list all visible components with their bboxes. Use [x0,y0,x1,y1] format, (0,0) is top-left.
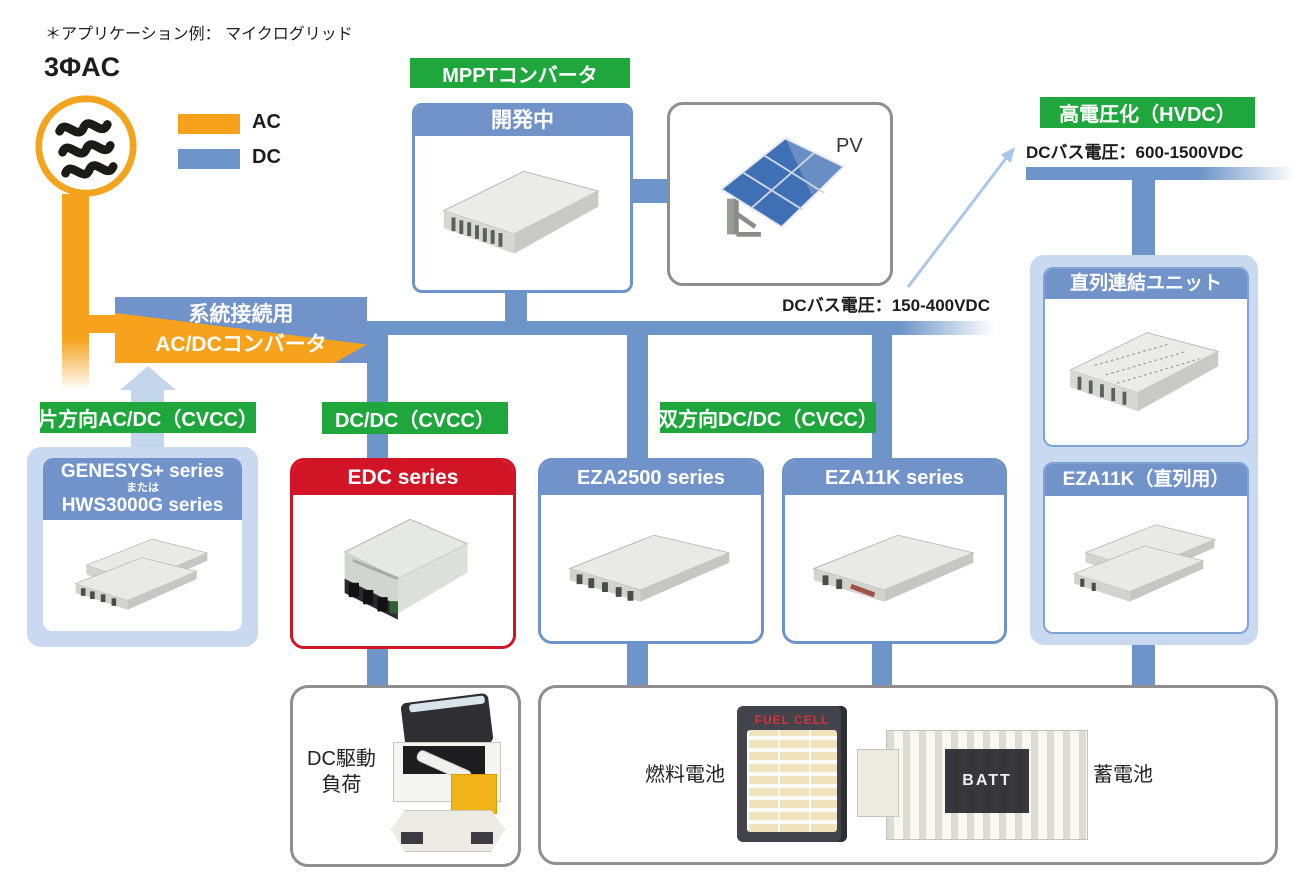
legend-dc-swatch [178,149,240,169]
under-development-box: 開発中 [412,103,633,293]
converter-title-line2: AC/DCコンバータ [155,333,327,357]
series-link-unit-product-image [1068,331,1220,411]
genesys-card-header: GENESYS+ series または HWS3000G series [43,458,242,520]
hvdc-bus-drop [1132,179,1155,257]
eza11k-series-use-product-image [1072,524,1216,602]
eza11k-bus-drop [872,333,892,459]
eza11k-load-connector [872,636,892,687]
genesys-card: GENESYS+ series または HWS3000G series [43,458,242,631]
fuel-cell-image-text: FUEL CELL [754,713,830,727]
tag-hvdc: 高電圧化（HVDC） [1040,97,1255,128]
edc-box: EDC series [290,458,516,649]
battery-label: 蓄電池 [1093,764,1153,786]
hvdc-bus [1026,167,1295,180]
grid-connection-converter: 系統接続用 AC/DCコンバータ [115,297,367,363]
pv-box: PV [667,102,893,286]
eza11k-series-use-title: EZA11K（直列用） [1045,464,1247,496]
tag-dcdc: DC/DC（CVCC） [322,402,508,434]
fuel-cell-image: FUEL CELL [737,706,847,842]
converter-title-line1: 系統接続用 [188,303,294,326]
eza2500-title: EZA2500 series [541,461,761,495]
ac-source-label: 3ΦAC [44,52,121,82]
genesys-line1: GENESYS+ series [60,461,225,482]
genesys-converter-arrow-head [120,366,176,390]
ac-line-horizontal [62,315,124,333]
genesys-line2: または [126,482,159,494]
edc-load-connector [367,641,388,687]
pv-label: PV [836,135,863,157]
tag-mppt-converter: MPPTコンバータ [410,58,630,88]
series-link-unit-title: 直列連結ユニット [1045,269,1247,299]
main-bus-voltage-label: DCバス電圧：150-400VDC [782,296,990,315]
hvdc-reference-arrow [906,147,1015,288]
eza11k-product-image [811,534,975,602]
legend-ac-swatch [178,114,240,134]
edc-product-image [343,518,469,620]
application-note: ＊アプリケーション例： マイクログリッド [45,26,353,43]
genesys-product-image [73,538,209,610]
dc-load-label-line2: 負荷 [321,774,362,796]
pv-panel-image [719,137,846,237]
edc-title: EDC series [293,461,513,495]
eza11k-title: EZA11K series [785,461,1004,495]
ac-source-icon [35,95,137,197]
tag-unidirectional-acdc: 片方向AC/DC（CVCC） [38,402,258,433]
battery-image-text: BATT [945,749,1029,813]
eza2500-product-image [568,534,731,602]
dc-load-label-line1: DC駆動 [307,748,376,770]
tag-bidirectional-dcdc: 双方向DC/DC（CVCC） [658,402,878,433]
hvdc-panel: 直列連結ユニット E [1030,255,1258,645]
series-link-unit-card: 直列連結ユニット [1043,267,1249,447]
series-unit-load-connector [1132,643,1155,687]
robot-image [375,692,513,852]
eza2500-bus-drop [627,333,648,459]
dc-load-box: DC駆動 負荷 [290,685,521,867]
eza2500-load-connector [627,636,648,687]
storage-box: 燃料電池 FUEL CELL BATT 蓄電池 [538,685,1278,865]
mppt-product-image [441,170,600,254]
legend-dc-label: DC [252,146,281,168]
battery-image: BATT [857,730,1088,840]
eza2500-box: EZA2500 series [538,458,764,644]
main-dc-bus [363,321,995,335]
fuel-cell-label: 燃料電池 [645,764,725,786]
dc-load-label: DC駆動 負荷 [307,746,376,798]
genesys-panel: GENESYS+ series または HWS3000G series [27,447,258,647]
eza11k-series-use-card: EZA11K（直列用） [1043,462,1249,634]
eza11k-box: EZA11K series [782,458,1007,644]
legend-ac-label: AC [252,111,281,133]
hvdc-bus-voltage-label: DCバス電圧：600-1500VDC [1026,143,1244,162]
ac-line-vertical [62,194,89,390]
edc-bus-drop [367,333,388,459]
genesys-line3: HWS3000G series [61,495,224,516]
mppt-bus-drop [505,285,527,323]
under-development-title: 開発中 [415,106,630,136]
